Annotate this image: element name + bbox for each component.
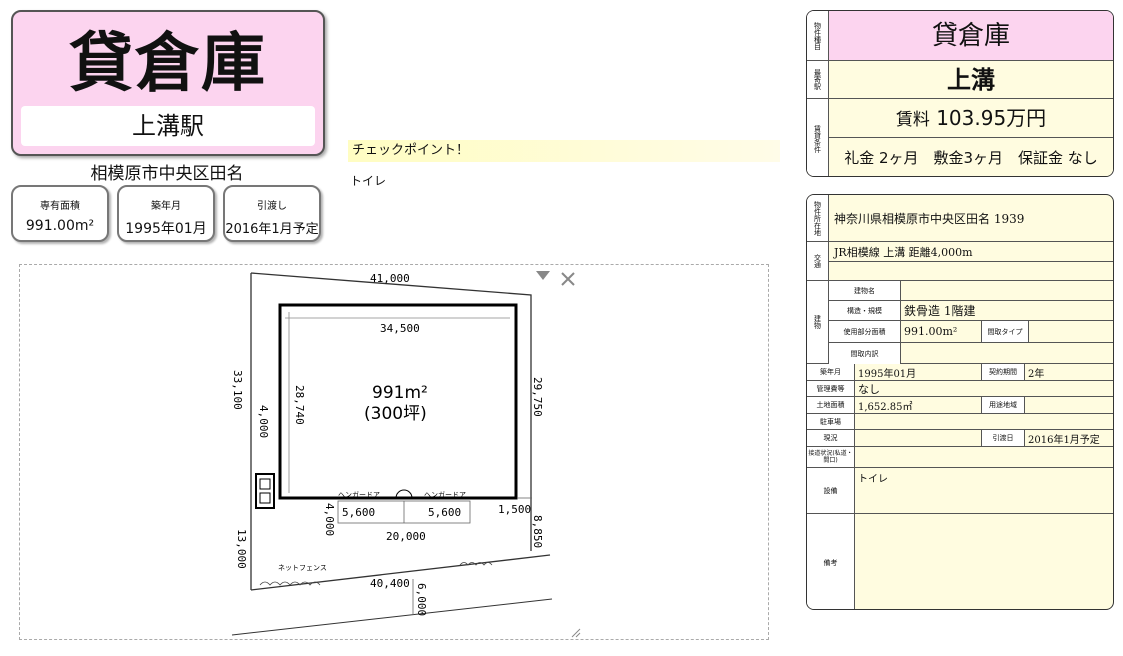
summary-terms-row: 賃貸条件 賃料 103.95万円 礼金 2ヶ月 敷金3ヶ月 保証金 なし bbox=[807, 99, 1113, 176]
built-value: 1995年01月 bbox=[858, 368, 917, 380]
delivery-value: 2016年1月予定 bbox=[1028, 434, 1100, 446]
mgmt-value: なし bbox=[858, 382, 880, 396]
dim-top: 41,000 bbox=[370, 272, 410, 285]
door-label-1: ヘンガードア bbox=[338, 490, 380, 499]
transport-label: 交通 bbox=[807, 242, 829, 280]
delivery-label: 引渡日 bbox=[981, 430, 1025, 446]
dim-left-lower: 13,000 bbox=[235, 529, 248, 569]
status-label: 現況 bbox=[807, 430, 855, 446]
rent-value: 103.95万円 bbox=[936, 106, 1047, 130]
rent-label: 賃料 bbox=[895, 110, 930, 130]
summary-terms-label: 賃貸条件 bbox=[807, 99, 829, 176]
checkpoint-text: トイレ bbox=[350, 174, 387, 188]
stat-label: 専有面積 bbox=[40, 201, 80, 212]
summary-station-row: 最寄駅 上溝 bbox=[807, 61, 1113, 99]
dim-bottom: 40,400 bbox=[370, 577, 410, 590]
stat-card-area: 専有面積 991.00m² bbox=[11, 185, 109, 242]
checkpoint-heading: チェックポイント！ bbox=[348, 140, 780, 162]
dim-bottom-small: 6,000 bbox=[415, 583, 428, 616]
row-built: 築年月 1995年01月 契約期間 2年 bbox=[807, 364, 1113, 381]
area-value: 991.00m² bbox=[904, 325, 958, 338]
summary-type-value: 貸倉庫 bbox=[931, 21, 1010, 51]
station-name: 上溝駅 bbox=[21, 106, 315, 146]
summary-panel: 物件種目 貸倉庫 最寄駅 上溝 賃貸条件 賃料 103.95万円 礼金 2ヶ月 … bbox=[806, 10, 1114, 177]
resize-grip-icon[interactable] bbox=[571, 628, 581, 638]
parking-label: 駐車場 bbox=[807, 414, 855, 429]
stat-label: 引渡し bbox=[257, 201, 287, 212]
equipment-label: 設備 bbox=[807, 468, 855, 513]
land-label: 土地面積 bbox=[807, 397, 855, 413]
dim-right-small: 1,500 bbox=[498, 503, 531, 516]
stat-card-delivery: 引渡し 2016年1月予定 bbox=[223, 185, 321, 242]
rent-line: 賃料 103.95万円 bbox=[829, 99, 1113, 138]
term-label: 契約期間 bbox=[981, 364, 1025, 380]
summary-type-label: 物件種目 bbox=[807, 11, 829, 60]
stat-card-built: 築年月 1995年01月 bbox=[117, 185, 215, 242]
dim-right: 29,750 bbox=[531, 377, 544, 417]
summary-station-value: 上溝 bbox=[947, 66, 995, 94]
row-location: 物件所在地 神奈川県相模原市中央区田名 1939 bbox=[807, 195, 1113, 242]
floor-plan-drawing: 41,000 34,500 33,100 28,740 4,000 29,750… bbox=[231, 271, 581, 638]
location-value: 神奈川県相模原市中央区田名 1939 bbox=[834, 211, 1025, 226]
layout-type-label: 間取タイプ bbox=[981, 321, 1029, 342]
fence-label: ネットフェンス bbox=[278, 564, 327, 572]
layout-detail-label: 間取内訳 bbox=[829, 343, 901, 364]
area-tsubo: (300坪) bbox=[364, 404, 427, 424]
building-name-label: 建物名 bbox=[829, 281, 901, 300]
term-value: 2年 bbox=[1028, 368, 1045, 380]
building-label: 建物 bbox=[807, 281, 829, 363]
row-transport: 交通 JR相模線 上溝 距離4,000m bbox=[807, 242, 1113, 281]
location-label: 物件所在地 bbox=[807, 195, 829, 241]
floor-plan-frame: 41,000 34,500 33,100 28,740 4,000 29,750… bbox=[19, 264, 769, 640]
detail-table: 物件所在地 神奈川県相模原市中央区田名 1939 交通 JR相模線 上溝 距離4… bbox=[806, 194, 1114, 610]
row-mgmt: 管理費等 なし bbox=[807, 381, 1113, 397]
structure-value: 鉄骨造 1階建 bbox=[904, 304, 976, 318]
dim-left: 33,100 bbox=[231, 370, 244, 410]
row-parking: 駐車場 bbox=[807, 414, 1113, 430]
dim-inner-top: 34,500 bbox=[380, 322, 420, 335]
dim-inner-left: 28,740 bbox=[293, 385, 306, 425]
dim-bottom-inner: 20,000 bbox=[386, 530, 426, 543]
collapse-triangle-icon[interactable] bbox=[536, 271, 550, 280]
dim-left-small: 4,000 bbox=[257, 405, 270, 438]
summary-station-label: 最寄駅 bbox=[807, 61, 829, 98]
row-equipment: 設備 トイレ bbox=[807, 468, 1113, 514]
area-label: 使用部分面積 bbox=[829, 321, 901, 342]
close-icon[interactable] bbox=[561, 272, 575, 286]
address-line: 相模原市中央区田名 bbox=[90, 164, 244, 184]
road-label: 接道状況(私道・間口) bbox=[807, 447, 855, 467]
dim-right-lower: 8,850 bbox=[531, 515, 544, 548]
row-road: 接道状況(私道・間口) bbox=[807, 447, 1113, 468]
transport-value: JR相模線 上溝 距離4,000m bbox=[834, 245, 973, 259]
property-type-heading: 貸倉庫 bbox=[69, 26, 267, 101]
summary-type-row: 物件種目 貸倉庫 bbox=[807, 11, 1113, 61]
row-status: 現況 引渡日 2016年1月予定 bbox=[807, 430, 1113, 447]
zoning-label: 用途地域 bbox=[981, 397, 1025, 413]
stat-label: 築年月 bbox=[151, 201, 181, 212]
remarks-label: 備考 bbox=[807, 514, 855, 609]
structure-label: 構造・規模 bbox=[829, 301, 901, 320]
stat-value: 2016年1月予定 bbox=[225, 222, 319, 237]
row-building: 建物 建物名 構造・規模 鉄骨造 1階建 使用部分面積 991.00m² 間取タ… bbox=[807, 281, 1113, 364]
dim-door-2: 5,600 bbox=[428, 506, 461, 519]
stat-value: 991.00m² bbox=[25, 218, 95, 234]
area-m2: 991m² bbox=[372, 383, 428, 403]
deposits-line: 礼金 2ヶ月 敷金3ヶ月 保証金 なし bbox=[844, 149, 1098, 167]
property-title-card: 貸倉庫 上溝駅 bbox=[11, 10, 325, 156]
row-remarks: 備考 bbox=[807, 514, 1113, 609]
mgmt-label: 管理費等 bbox=[807, 381, 855, 396]
dim-door-1: 5,600 bbox=[342, 506, 375, 519]
row-land: 土地面積 1,652.85㎡ 用途地域 bbox=[807, 397, 1113, 414]
land-value: 1,652.85㎡ bbox=[858, 401, 913, 413]
built-label: 築年月 bbox=[807, 364, 855, 380]
stat-value: 1995年01月 bbox=[125, 221, 207, 237]
dim-bottom-left-small: 4,000 bbox=[323, 503, 336, 536]
equipment-value: トイレ bbox=[858, 474, 888, 485]
door-label-2: ヘンガードア bbox=[424, 490, 466, 499]
